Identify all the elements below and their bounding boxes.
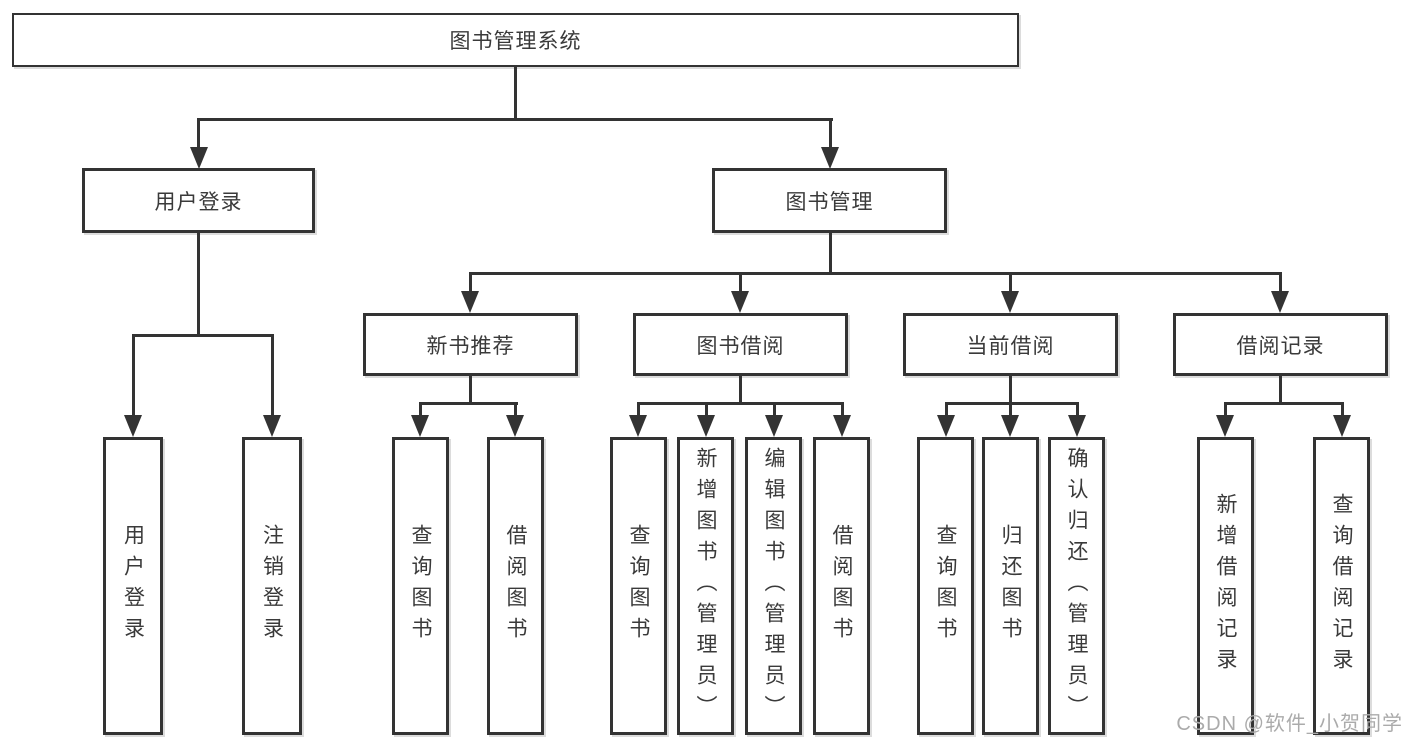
node-borrowing-records: 借阅记录 (1173, 313, 1388, 376)
arrowhead-down-icon (124, 415, 142, 437)
leaf-confirm-return-admin: 确认归还（管理员） (1048, 437, 1105, 735)
arrowhead-down-icon (1271, 291, 1289, 313)
connector-line (469, 272, 472, 294)
arrowhead-down-icon (629, 415, 647, 437)
leaf-query-books-borrowing: 查询图书 (610, 437, 667, 735)
arrowhead-down-icon (1001, 291, 1019, 313)
node-root: 图书管理系统 (12, 13, 1019, 67)
connector-line (1224, 402, 1344, 405)
watermark: CSDN @软件_小贺同学 (1176, 713, 1403, 735)
leaf-add-borrow-record: 新增借阅记录 (1197, 437, 1254, 735)
node-new-book-recommendation: 新书推荐 (363, 313, 578, 376)
connector-line (469, 272, 1282, 275)
connector-line (271, 334, 274, 418)
arrowhead-down-icon (833, 415, 851, 437)
connector-line (469, 374, 472, 405)
connector-line (132, 334, 135, 418)
connector-line (514, 402, 517, 418)
leaf-user-login: 用户登录 (103, 437, 163, 735)
leaf-edit-books-admin: 编辑图书（管理员） (745, 437, 802, 735)
connector-line (739, 272, 742, 294)
arrowhead-down-icon (765, 415, 783, 437)
connector-line (945, 402, 1079, 405)
connector-line (1009, 374, 1012, 405)
arrowhead-down-icon (506, 415, 524, 437)
connector-line (773, 402, 776, 418)
connector-line (1341, 402, 1344, 418)
arrowhead-down-icon (937, 415, 955, 437)
connector-line (197, 118, 833, 121)
connector-line (419, 402, 422, 418)
connector-line (739, 374, 742, 405)
arrowhead-down-icon (263, 415, 281, 437)
node-user-login: 用户登录 (82, 168, 315, 233)
connector-line (1009, 402, 1012, 418)
arrowhead-down-icon (1068, 415, 1086, 437)
arrowhead-down-icon (731, 291, 749, 313)
connector-line (132, 334, 274, 337)
node-book-management: 图书管理 (712, 168, 947, 233)
arrowhead-down-icon (1001, 415, 1019, 437)
arrowhead-down-icon (1333, 415, 1351, 437)
connector-line (637, 402, 640, 418)
connector-line (419, 402, 518, 405)
leaf-borrow-books-borrowing: 借阅图书 (813, 437, 870, 735)
connector-line (1076, 402, 1079, 418)
node-book-borrowing: 图书借阅 (633, 313, 848, 376)
connector-line (829, 118, 832, 150)
leaf-borrow-books-recommend: 借阅图书 (487, 437, 544, 735)
node-current-borrowing: 当前借阅 (903, 313, 1118, 376)
arrowhead-down-icon (1216, 415, 1234, 437)
connector-line (637, 402, 844, 405)
connector-line (705, 402, 708, 418)
leaf-query-borrow-record: 查询借阅记录 (1313, 437, 1370, 735)
arrowhead-down-icon (461, 291, 479, 313)
connector-line (514, 66, 517, 120)
connector-line (1279, 272, 1282, 294)
connector-line (829, 231, 832, 275)
leaf-return-books: 归还图书 (982, 437, 1039, 735)
connector-line (197, 118, 200, 150)
arrowhead-down-icon (411, 415, 429, 437)
connector-line (945, 402, 948, 418)
arrowhead-down-icon (697, 415, 715, 437)
arrowhead-down-icon (821, 147, 839, 169)
connector-line (841, 402, 844, 418)
connector-line (197, 231, 200, 336)
connector-line (1279, 374, 1282, 405)
leaf-logout-login: 注销登录 (242, 437, 302, 735)
arrowhead-down-icon (190, 147, 208, 169)
leaf-query-books-recommend: 查询图书 (392, 437, 449, 735)
leaf-add-books-admin: 新增图书（管理员） (677, 437, 734, 735)
connector-line (1224, 402, 1227, 418)
connector-line (1009, 272, 1012, 294)
leaf-query-books-current: 查询图书 (917, 437, 974, 735)
